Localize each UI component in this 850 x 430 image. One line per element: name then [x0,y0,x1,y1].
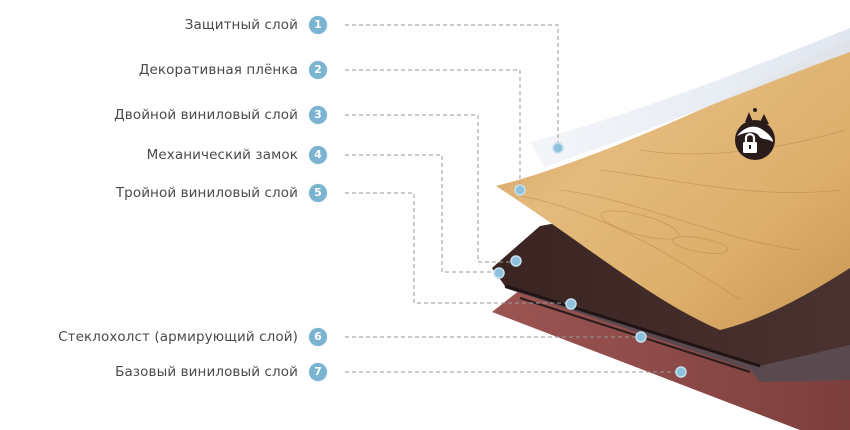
decorative-film-layer [496,40,850,330]
leader-lines [345,24,681,373]
layer-label-6: Стеклохолст (армирующий слой) 6 [58,327,327,347]
layer-label-2: Декоративная плёнка 2 [139,60,327,80]
number-badge: 6 [309,328,327,346]
point-markers [493,142,687,378]
waterproof-lock-icon [735,108,775,160]
number-badge: 7 [309,363,327,381]
layer-label-3: Двойной виниловый слой 3 [114,105,327,125]
layer-label-text: Двойной виниловый слой [114,107,298,123]
number-badge: 4 [309,146,327,164]
number-badge: 2 [309,61,327,79]
layer-label-text: Тройной виниловый слой [115,185,298,201]
layer-label-5: Тройной виниловый слой 5 [116,183,327,203]
layer-label-text: Защитный слой [184,17,298,33]
number-badge: 1 [309,16,327,34]
number-badge: 3 [309,106,327,124]
number-badge: 5 [309,184,327,202]
layer-label-text: Базовый виниловый слой [115,364,298,380]
protective-layer [530,28,850,168]
layer-label-text: Стеклохолст (армирующий слой) [58,329,298,345]
layer-label-text: Декоративная плёнка [138,62,298,78]
layer-label-7: Базовый виниловый слой 7 [115,362,327,382]
layer-label-text: Механический замок [146,147,298,163]
layer-label-4: Механический замок 4 [147,145,327,165]
layer-label-1: Защитный слой 1 [185,15,327,35]
